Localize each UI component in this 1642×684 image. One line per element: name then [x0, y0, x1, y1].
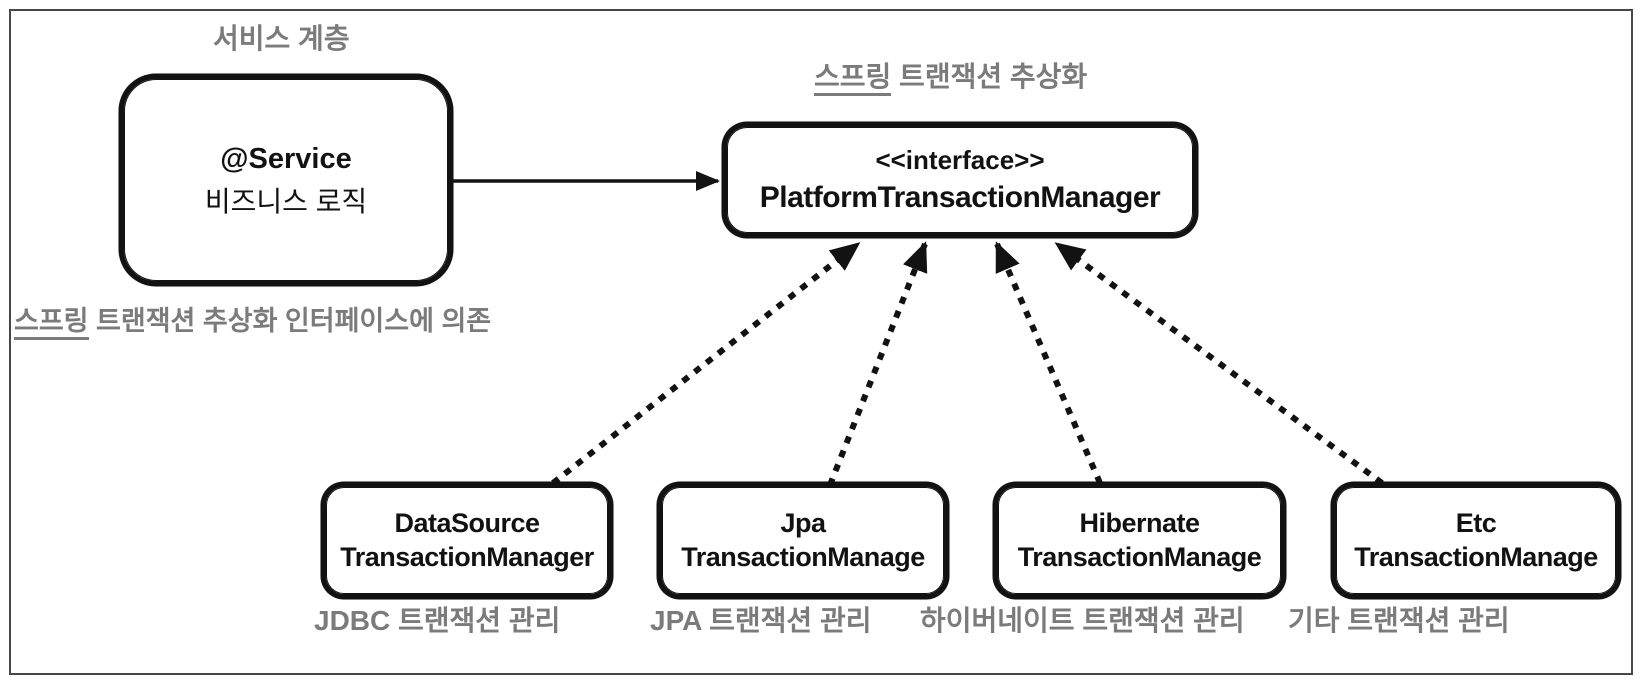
- node-etc-transaction-manager: Etc TransactionManage: [1332, 483, 1620, 598]
- node-service: @Service 비즈니스 로직: [120, 75, 452, 285]
- diagram-frame: [9, 9, 1633, 675]
- dependency-note-rest: 트랜잭션 추상화 인터페이스에 의존: [88, 306, 492, 336]
- edge-datasource-to-interface: [551, 241, 861, 486]
- caption-etc-transaction: 기타 트랜잭션 관리: [1288, 605, 1510, 636]
- impl-name-line1: DataSource: [394, 507, 540, 538]
- impl-name-line2: TransactionManage: [681, 541, 925, 572]
- service-business-logic-label: 비즈니스 로직: [204, 186, 368, 218]
- abstraction-title: 스프링 트랜잭션 추상화: [814, 55, 1088, 96]
- node-datasource-transaction-manager: DataSource TransactionManager: [322, 483, 612, 598]
- service-annotation-label: @Service: [220, 142, 352, 175]
- dependency-note-underlined: 스프링: [14, 306, 89, 340]
- caption-jpa-transaction: JPA 트랜잭션 관리: [650, 605, 872, 636]
- dependency-note: 스프링 트랜잭션 추상화 인터페이스에 의존: [14, 299, 492, 340]
- interface-name-label: PlatformTransactionManager: [759, 180, 1161, 214]
- impl-name-line1: Hibernate: [1079, 507, 1200, 538]
- edge-hibernate-to-interface: [994, 241, 1103, 485]
- impl-name-line1: Etc: [1455, 507, 1497, 538]
- impl-name-line1: Jpa: [780, 507, 826, 538]
- edge-etc-to-interface: [1054, 241, 1384, 486]
- impl-name-line2: TransactionManage: [1354, 541, 1598, 572]
- abstraction-title-rest: 트랜잭션 추상화: [891, 61, 1088, 92]
- edge-jpa-to-interface: [827, 241, 928, 487]
- node-jpa-transaction-manager: Jpa TransactionManage: [658, 483, 948, 598]
- interface-stereotype-label: <<interface>>: [875, 145, 1045, 175]
- caption-hibernate-transaction: 하이버네이트 트랜잭션 관리: [920, 605, 1245, 636]
- impl-name-line2: TransactionManage: [1017, 541, 1262, 572]
- impl-name-line2: TransactionManager: [340, 541, 594, 572]
- service-layer-title: 서비스 계층: [213, 23, 350, 54]
- node-platform-transaction-manager: <<interface>> PlatformTransactionManager: [723, 123, 1197, 237]
- abstraction-title-underlined: 스프링: [814, 61, 892, 96]
- node-hibernate-transaction-manager: Hibernate TransactionManage: [994, 483, 1285, 598]
- caption-jdbc-transaction: JDBC 트랜잭션 관리: [314, 605, 561, 636]
